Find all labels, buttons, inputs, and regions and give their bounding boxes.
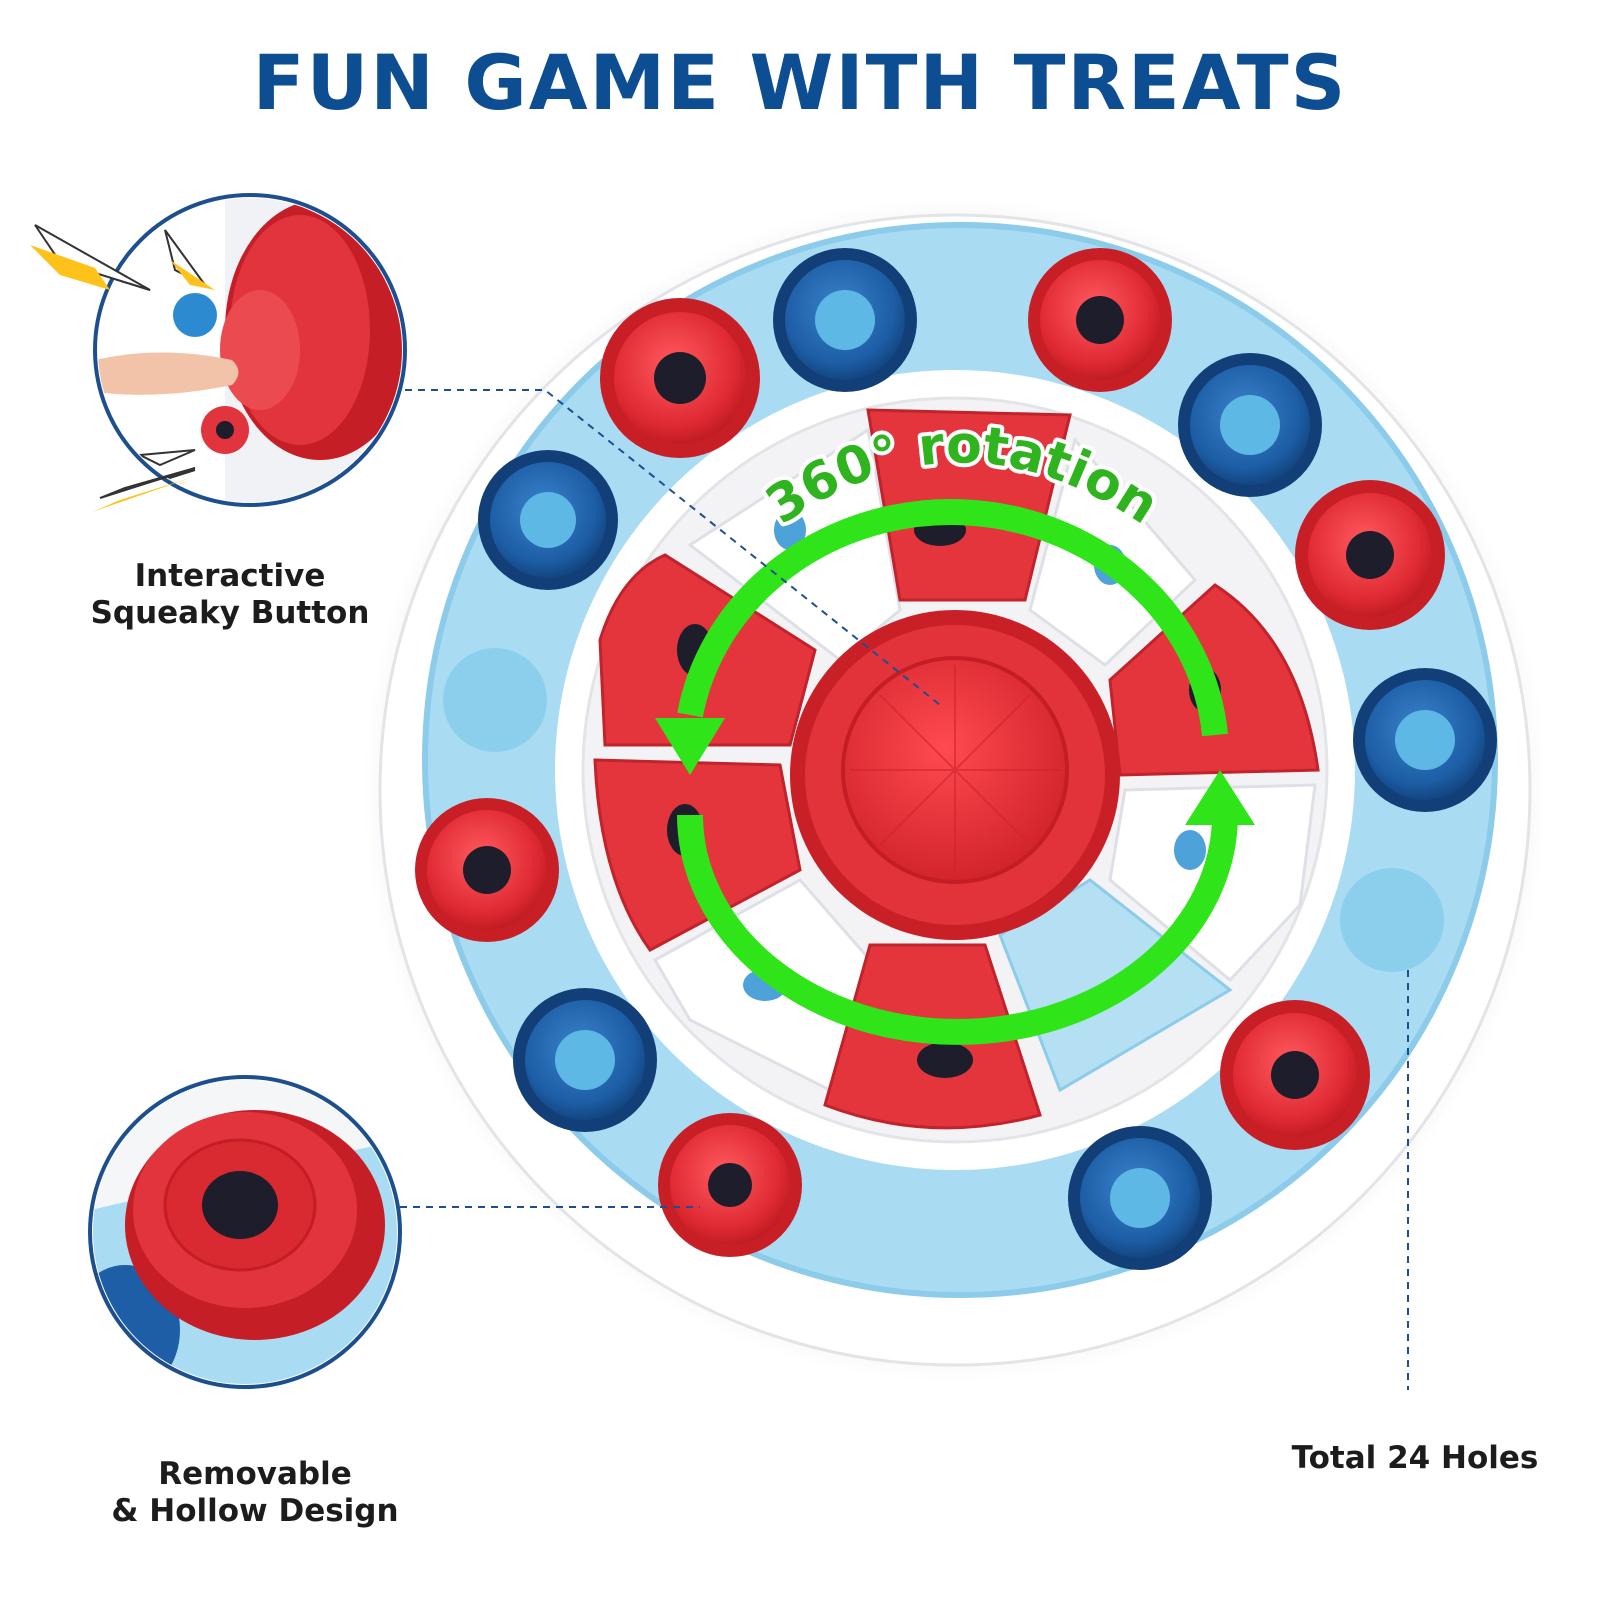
removable-caption: Removable & Hollow Design — [75, 1456, 435, 1530]
red-cap — [415, 798, 559, 942]
inset-squeaky-button — [30, 193, 407, 512]
arrow-head-right — [1185, 770, 1255, 825]
red-cap — [600, 298, 760, 458]
puzzle-toy: 360° rotation — [363, 198, 1547, 1382]
arrow-head-left — [655, 718, 725, 775]
page-title: FUN GAME WITH TREATS — [252, 38, 1348, 127]
finger — [98, 352, 239, 395]
squeaky-button-caption: Interactive Squeaky Button — [60, 558, 400, 632]
red-cap — [1295, 480, 1445, 630]
blue-cap — [478, 450, 618, 590]
total-holes-caption: Total 24 Holes — [1291, 1440, 1539, 1476]
red-cap — [1028, 248, 1172, 392]
caption-line: Removable — [158, 1456, 352, 1492]
inset-removable-cap — [88, 1075, 402, 1389]
leader-lines — [400, 389, 1409, 1390]
red-cap — [658, 1113, 802, 1257]
caption-line: Squeaky Button — [90, 595, 370, 631]
blue-cap — [773, 248, 917, 392]
blue-cap — [1178, 353, 1322, 497]
red-cap — [1220, 1000, 1370, 1150]
blue-cap — [1068, 1126, 1212, 1270]
empty-hole — [443, 648, 547, 752]
rotation-arrow — [677, 499, 1238, 1046]
empty-hole — [1340, 868, 1444, 972]
caption-line: Interactive — [134, 558, 326, 594]
outer-ring-caps — [415, 248, 1497, 1270]
blue-cap — [1353, 668, 1497, 812]
caption-line: & Hollow Design — [111, 1493, 399, 1529]
blue-cap — [513, 988, 657, 1132]
